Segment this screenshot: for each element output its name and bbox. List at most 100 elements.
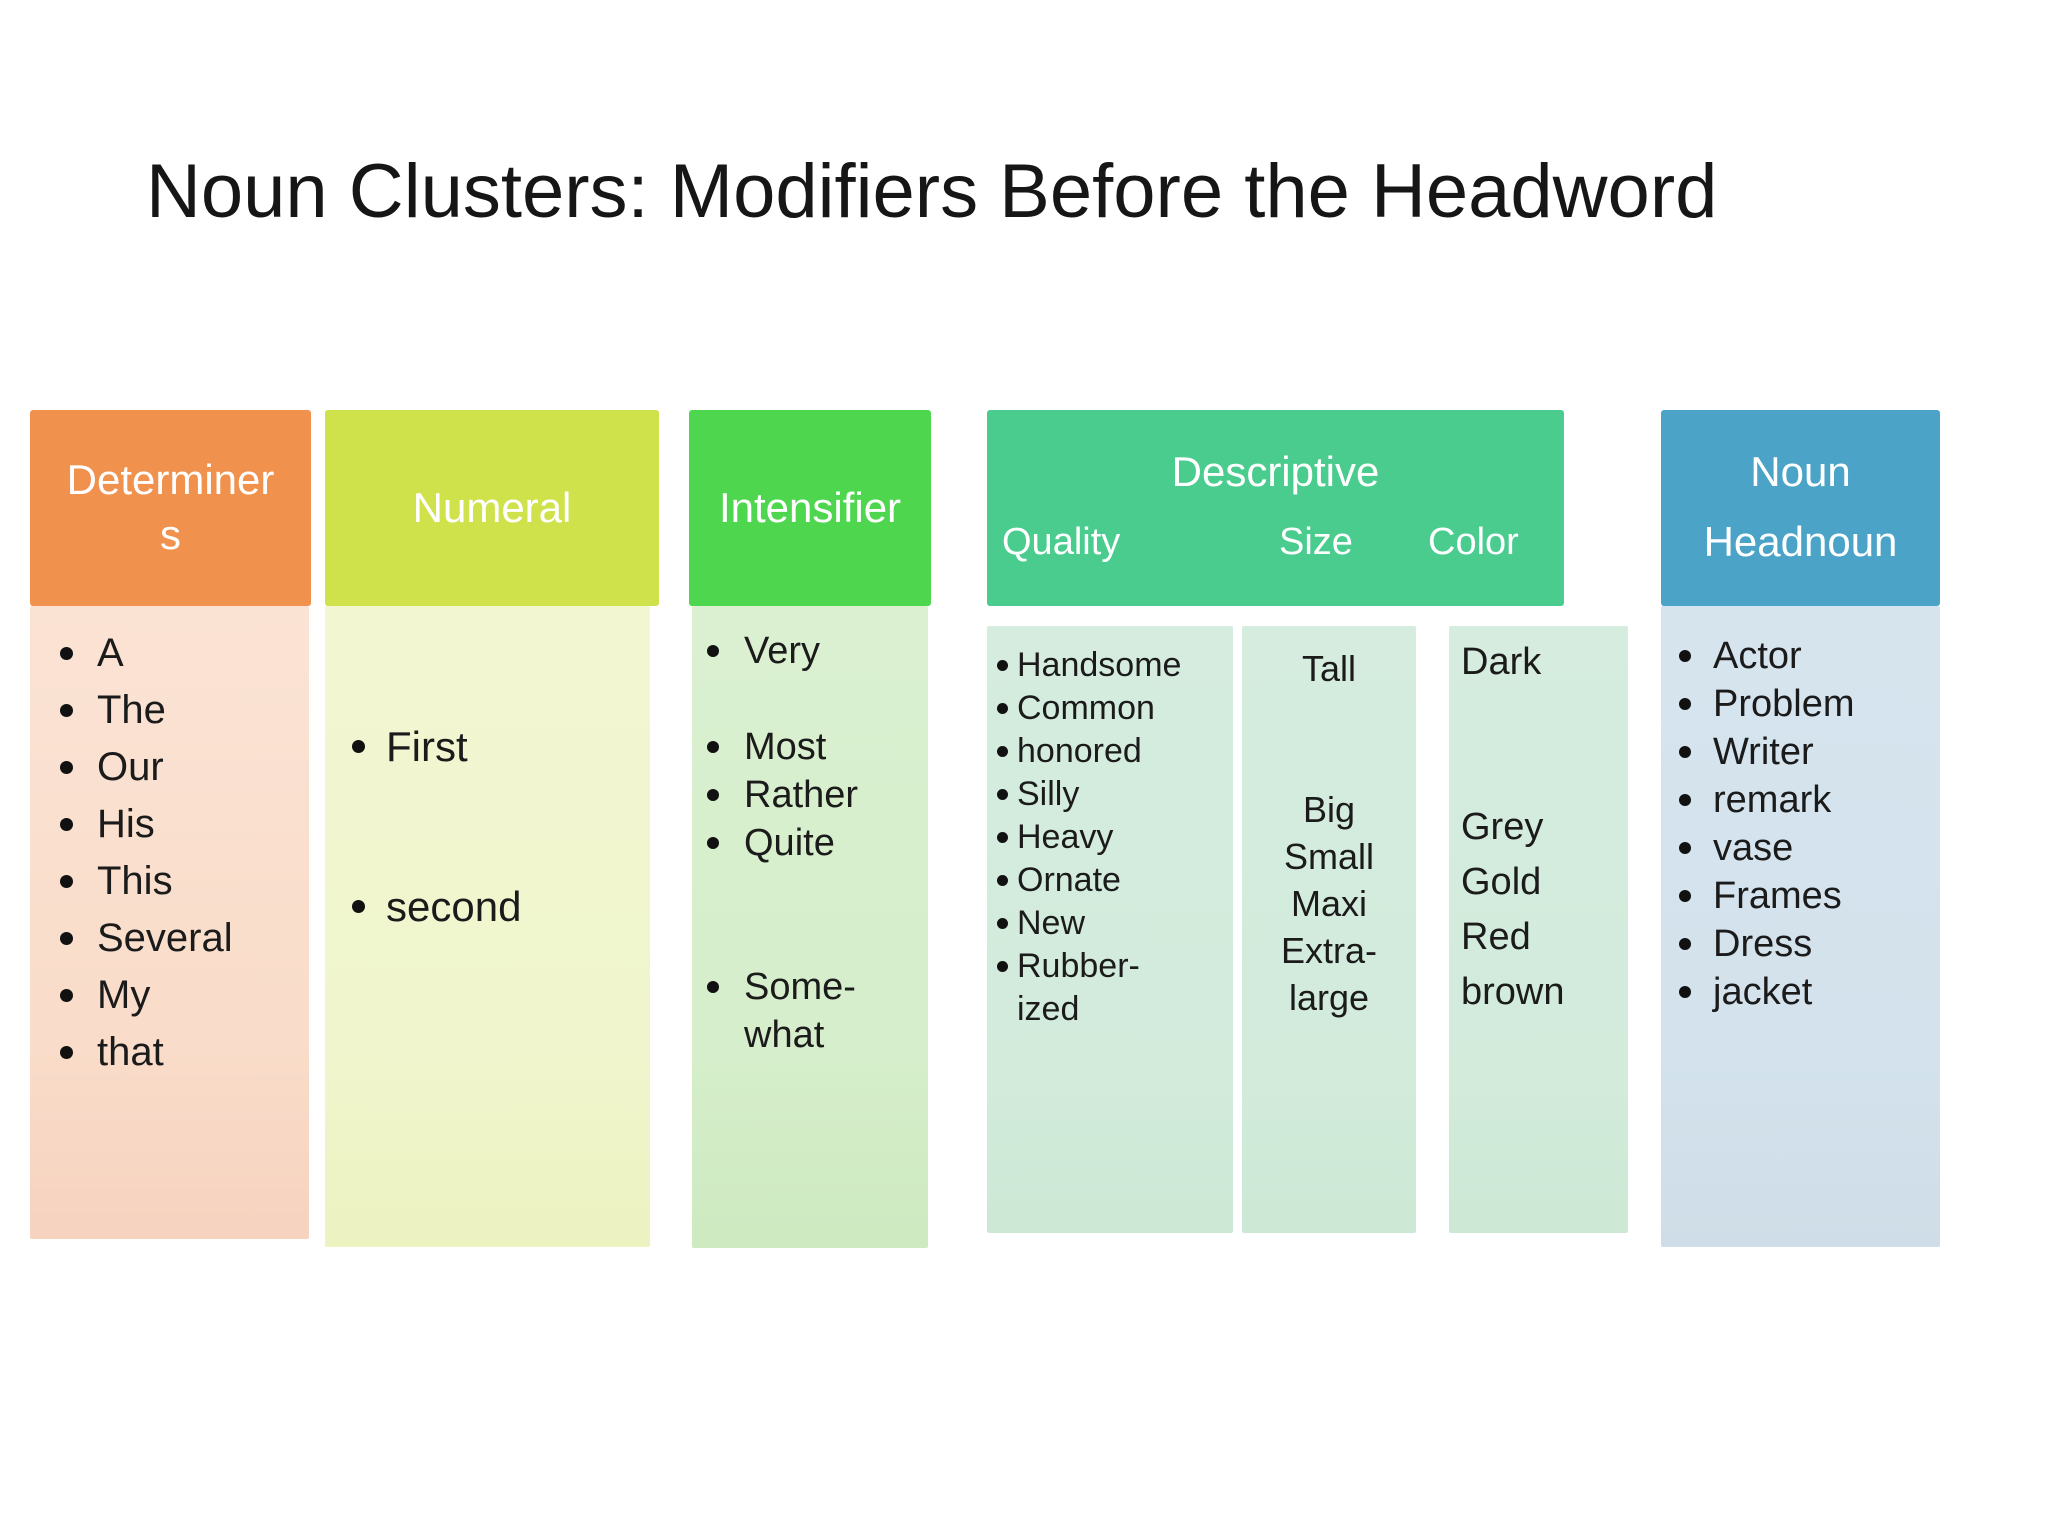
list-item-text: remark — [1713, 779, 1832, 821]
bullet-icon — [997, 789, 1008, 800]
color-list: Dark Grey Gold Red brown — [1449, 626, 1628, 1233]
list-item-text: His — [97, 802, 155, 846]
bullet-icon — [1679, 794, 1691, 806]
column-header-noun-headnoun: Noun Headnoun — [1661, 410, 1940, 606]
list-item: Big — [1242, 786, 1416, 833]
noun-header-line1: Noun — [1750, 448, 1851, 495]
list-item: Problem — [1661, 680, 1940, 728]
list-item — [692, 675, 928, 723]
list-item-text: second — [386, 883, 522, 930]
bullet-icon — [707, 981, 719, 993]
bullet-icon — [60, 761, 73, 774]
list-item: Dark — [1449, 635, 1628, 690]
slide-title: Noun Clusters: Modifiers Before the Head… — [146, 149, 1718, 234]
list-item: honored — [987, 730, 1233, 773]
list-item: second — [325, 867, 650, 947]
list-item-text: brown — [1461, 971, 1565, 1013]
bullet-icon — [1679, 698, 1691, 710]
subheader-color: Color — [1428, 521, 1519, 563]
bullet-icon — [1679, 746, 1691, 758]
list-item-text: This — [97, 859, 173, 903]
determiners-header-label: Determiner s — [66, 456, 275, 558]
bullet-icon — [997, 961, 1008, 972]
list-item: Quite — [692, 819, 928, 867]
list-item-text: Silly — [1017, 775, 1080, 813]
list-item-text: Writer — [1713, 731, 1814, 773]
bullet-icon — [60, 875, 73, 888]
bullet-icon — [1679, 890, 1691, 902]
list-item: My — [30, 967, 309, 1024]
list-item-text: Frames — [1713, 875, 1842, 917]
intensifier-list: Very Most Rather Quite Some- — [692, 606, 928, 1248]
bullet-icon — [707, 789, 719, 801]
list-item-text: Common — [1017, 689, 1155, 727]
list-item: Our — [30, 739, 309, 796]
list-item: Silly — [987, 773, 1233, 816]
list-item-text: Quite — [744, 822, 835, 864]
column-header-intensifier: Intensifier — [689, 410, 931, 606]
bullet-icon — [352, 900, 365, 913]
list-item-text: Big — [1302, 789, 1356, 830]
bullet-icon — [997, 918, 1008, 929]
list-item-text: Rather — [744, 774, 859, 816]
list-item: Red — [1449, 910, 1628, 965]
list-item: This — [30, 853, 309, 910]
list-item-text: Very — [744, 630, 821, 672]
list-item: A — [30, 625, 309, 682]
list-item: vase — [1661, 824, 1940, 872]
list-item: Tall — [1242, 645, 1416, 692]
list-item: Heavy — [987, 816, 1233, 859]
list-item: Frames — [1661, 872, 1940, 920]
list-item-text: Several — [97, 916, 233, 960]
list-item-text: Most — [744, 726, 827, 768]
column-header-numeral: Numeral — [325, 410, 659, 606]
list-item: Several — [30, 910, 309, 967]
bullet-icon — [707, 645, 719, 657]
list-item: Gold — [1449, 855, 1628, 910]
list-item-text: Dark — [1461, 641, 1542, 683]
bullet-icon — [1679, 938, 1691, 950]
subheader-size: Size — [1279, 521, 1353, 563]
list-item: Very — [692, 627, 928, 675]
list-item: New — [987, 902, 1233, 945]
bullet-icon — [60, 1046, 73, 1059]
list-item: Grey — [1449, 800, 1628, 855]
bullet-icon — [60, 932, 73, 945]
noun-headnoun-list: Actor Problem Writer remark vase Frames … — [1661, 606, 1940, 1247]
bullet-icon — [60, 989, 73, 1002]
list-item-text: A — [97, 631, 124, 675]
list-item: that — [30, 1024, 309, 1081]
list-item: Handsome — [987, 644, 1233, 687]
list-item-text: Rubber- ized — [1017, 947, 1140, 1028]
list-item-text: New — [1017, 904, 1086, 942]
list-item: Dress — [1661, 920, 1940, 968]
list-item: Extra- large — [1242, 927, 1416, 1021]
list-item: jacket — [1661, 968, 1940, 1016]
list-item-text: The — [97, 688, 166, 732]
list-item — [1449, 690, 1628, 745]
list-item: Actor — [1661, 632, 1940, 680]
bullet-icon — [997, 746, 1008, 757]
list-item: Rubber- ized — [987, 945, 1233, 1031]
list-item-text: Extra- large — [1280, 930, 1377, 1018]
intensifier-header-label: Intensifier — [718, 483, 902, 531]
list-item: Writer — [1661, 728, 1940, 776]
list-item: His — [30, 796, 309, 853]
list-item: Some- what — [692, 963, 928, 1059]
numeral-header-label: Numeral — [412, 483, 572, 531]
list-item — [692, 915, 928, 963]
numeral-list: First second — [325, 606, 650, 1247]
list-item-text: Dress — [1713, 923, 1813, 965]
bullet-icon — [997, 703, 1008, 714]
bullet-icon — [1679, 650, 1691, 662]
list-item-text: Heavy — [1017, 818, 1114, 856]
list-item-text: Our — [97, 745, 164, 789]
subheader-quality: Quality — [1002, 521, 1121, 563]
bullet-icon — [707, 741, 719, 753]
list-item: Ornate — [987, 859, 1233, 902]
noun-header-line2: Headnoun — [1703, 518, 1898, 565]
list-item-text: Handsome — [1017, 646, 1182, 684]
list-item — [1242, 739, 1416, 786]
bullet-icon — [997, 875, 1008, 886]
